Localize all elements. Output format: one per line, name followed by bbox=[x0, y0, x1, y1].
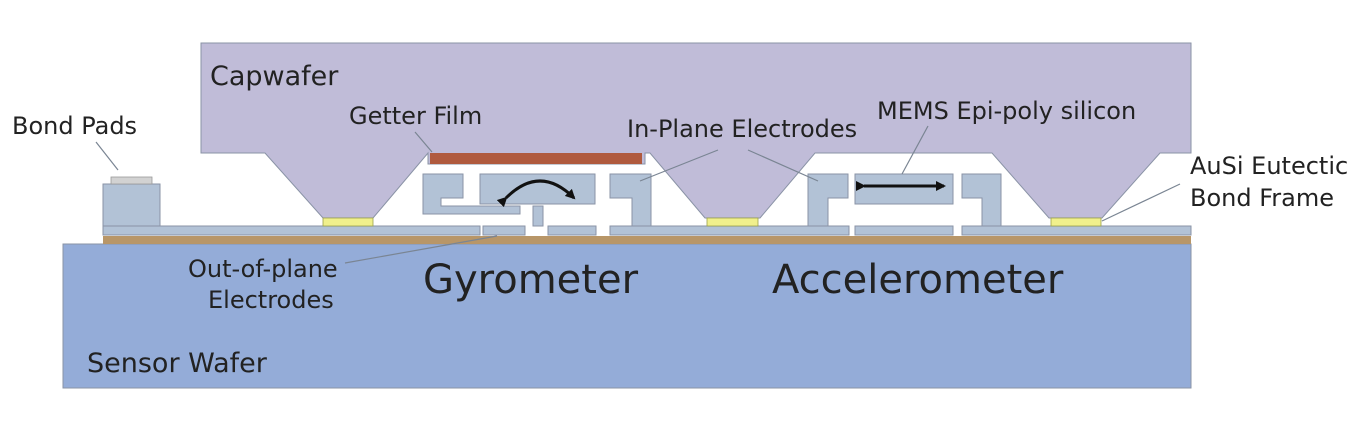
sensor-wafer-label: Sensor Wafer bbox=[87, 348, 268, 379]
accelerometer-label: Accelerometer bbox=[772, 257, 1064, 303]
mems-epi-poly-label: MEMS Epi-poly silicon bbox=[877, 97, 1136, 125]
bond-layer bbox=[103, 236, 1191, 244]
leader-bond-pads bbox=[95, 141, 119, 171]
ausi-eutectic-label: AuSi Eutectic bbox=[1190, 152, 1348, 180]
electrodes-label: Electrodes bbox=[208, 286, 334, 314]
getter-film-label: Getter Film bbox=[349, 102, 482, 130]
gyrometer-label: Gyrometer bbox=[423, 257, 639, 303]
leader-mems-epi-poly bbox=[901, 125, 929, 175]
getter-film bbox=[430, 153, 642, 164]
out-of-plane-label: Out-of-plane bbox=[188, 255, 338, 283]
leader-in-plane-left bbox=[639, 149, 719, 182]
sensor-wafer bbox=[62, 243, 1192, 389]
eutectic-bond-frames bbox=[322, 217, 1102, 227]
leader-out-of-plane bbox=[344, 235, 498, 264]
leader-ausi bbox=[1101, 183, 1181, 222]
in-plane-electrodes-label: In-Plane Electrodes bbox=[627, 115, 857, 143]
capwafer-label: Capwafer bbox=[210, 61, 339, 92]
leader-in-plane-right bbox=[747, 149, 819, 182]
rotation-arrow-icon bbox=[496, 179, 576, 208]
leader-getter-film bbox=[414, 131, 433, 153]
bond-pad bbox=[110, 176, 153, 185]
bond-pads-label: Bond Pads bbox=[12, 112, 137, 140]
bond-frame-label: Bond Frame bbox=[1190, 184, 1334, 212]
